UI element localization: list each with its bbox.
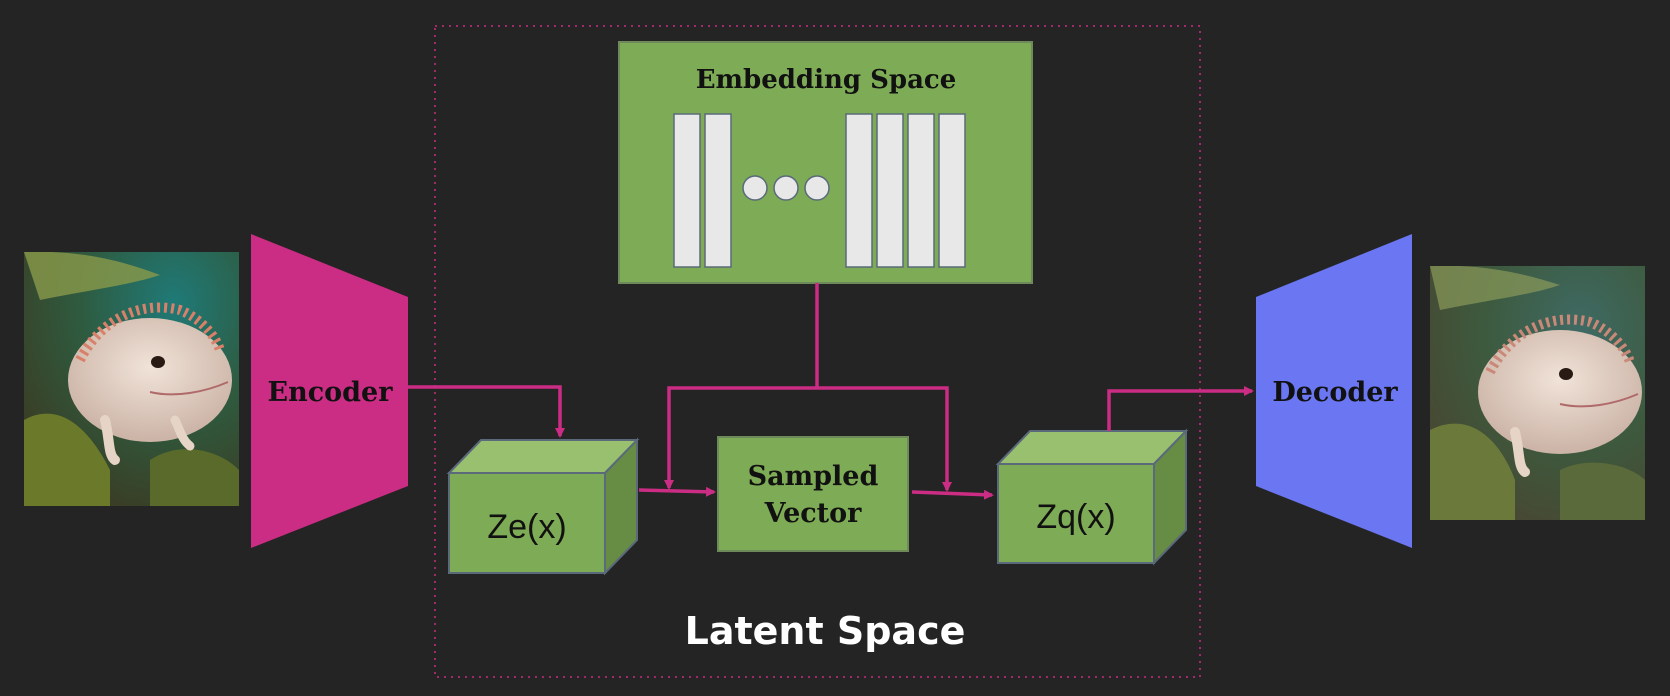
zq-box xyxy=(995,428,1189,566)
arrow-zq-to-decoder xyxy=(1107,386,1254,431)
embedding-bar xyxy=(673,113,701,268)
sampled-vector-line2: Vector xyxy=(764,498,863,529)
embedding-bar xyxy=(845,113,873,268)
embedding-bar xyxy=(907,113,935,268)
output-axolotl-image xyxy=(1430,266,1645,520)
embedding-bar xyxy=(938,113,966,268)
arrow-embedding-to-zq xyxy=(817,386,952,492)
ze-box xyxy=(446,437,640,576)
sampled-vector-line1: Sampled xyxy=(748,461,879,492)
latent-space-label: Latent Space xyxy=(685,609,966,653)
zq-label: Zq(x) xyxy=(1036,498,1115,536)
latent-space-border xyxy=(434,25,1201,678)
arrow-embedding-to-sampled xyxy=(664,386,817,490)
ze-label: Ze(x) xyxy=(487,508,566,546)
encoder-block xyxy=(251,234,408,548)
embedding-space-title: Embedding Space xyxy=(696,65,957,95)
ellipsis-dot xyxy=(804,175,830,201)
sampled-vector-box xyxy=(717,436,909,552)
embedding-vectors xyxy=(673,113,966,268)
ellipsis-dot xyxy=(742,175,768,201)
arrows xyxy=(408,283,1254,500)
decoder-block xyxy=(1256,234,1412,548)
encoder-label: Encoder xyxy=(268,377,394,408)
input-axolotl-image xyxy=(24,252,239,506)
arrow-ze-to-sampled xyxy=(638,486,716,497)
decoder-label: Decoder xyxy=(1272,377,1398,408)
arrow-encoder-to-ze xyxy=(408,385,565,438)
ellipsis-dot xyxy=(773,175,799,201)
arrow-sampled-to-zq xyxy=(911,489,994,500)
embedding-bar xyxy=(704,113,732,268)
embedding-bar xyxy=(876,113,904,268)
